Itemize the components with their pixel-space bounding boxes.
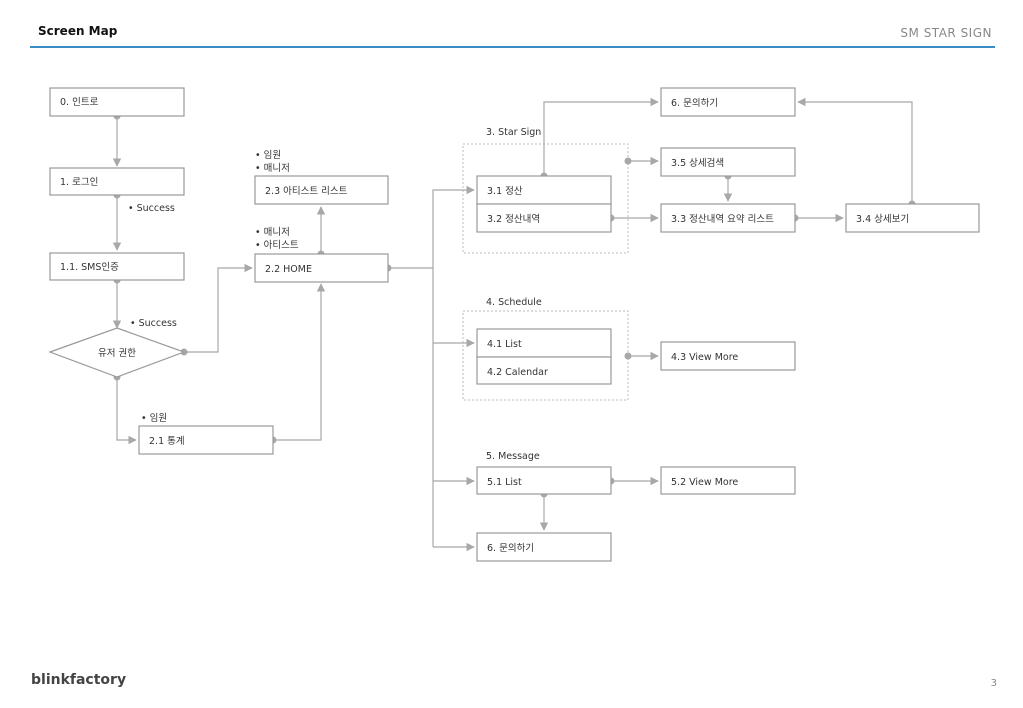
- group-label-star-sign: 3. Star Sign: [486, 127, 541, 138]
- node-home-label: 2.2 HOME: [265, 264, 312, 275]
- node-inquiry-bottom: 6. 문의하기: [476, 532, 612, 562]
- group-star-sign: [462, 143, 629, 254]
- node-stats-label: 2.1 통계: [149, 435, 185, 447]
- node-intro-label: 0. 인트로: [60, 97, 99, 108]
- node-login: 1. 로그인: [49, 167, 185, 196]
- node-message-more-label: 5.2 View More: [671, 477, 738, 488]
- node-detail-search: 3.5 상세검색: [660, 147, 796, 177]
- node-user-role-label: 유저 권한: [98, 347, 136, 359]
- node-summary-list-label: 3.3 정산내역 요약 리스트: [671, 213, 774, 225]
- node-detail-view: 3.4 상세보기: [845, 203, 980, 233]
- node-schedule-more: 4.3 View More: [660, 341, 796, 371]
- page-title: Screen Map: [38, 24, 118, 38]
- node-inquiry-bottom-label: 6. 문의하기: [487, 542, 534, 554]
- node-detail-view-label: 3.4 상세보기: [856, 214, 909, 225]
- node-message-list-label: 5.1 List: [487, 477, 522, 488]
- annotation-home-role-2: • 아티스트: [255, 240, 299, 251]
- node-schedule-calendar-label: 4.2 Calendar: [487, 367, 548, 378]
- annotation-artist-list-role-2: • 매니저: [255, 163, 290, 174]
- node-settlement-label: 3.1 정산: [487, 186, 523, 197]
- node-artist-list: 2.3 아티스트 리스트: [254, 175, 389, 205]
- node-inquiry-top-label: 6. 문의하기: [671, 97, 718, 109]
- node-summary-list: 3.3 정산내역 요약 리스트: [660, 203, 796, 233]
- node-login-label: 1. 로그인: [60, 177, 98, 188]
- annotation-sms-success: • Success: [130, 318, 177, 329]
- node-schedule-calendar: 4.2 Calendar: [476, 356, 612, 385]
- node-home: 2.2 HOME: [254, 253, 389, 283]
- node-schedule-list-label: 4.1 List: [487, 339, 522, 350]
- node-sms-label: 1.1. SMS인증: [60, 262, 119, 273]
- brand-name: SM STAR SIGN: [900, 26, 992, 40]
- annotation-stats-role: • 임원: [141, 412, 167, 424]
- node-detail-search-label: 3.5 상세검색: [671, 157, 724, 169]
- footer-logo: blinkfactory: [31, 672, 127, 688]
- annotation-home-role-1: • 매니저: [255, 227, 290, 238]
- node-schedule-list: 4.1 List: [476, 328, 612, 358]
- annotation-login-success: • Success: [128, 203, 175, 214]
- node-settlement: 3.1 정산: [476, 175, 612, 205]
- node-message-list: 5.1 List: [476, 466, 612, 495]
- node-artist-list-label: 2.3 아티스트 리스트: [265, 186, 348, 197]
- annotation-artist-list-role-1: • 임원: [255, 149, 281, 161]
- node-message-more: 5.2 View More: [660, 466, 796, 495]
- node-settlement-history-label: 3.2 정산내역: [487, 214, 540, 225]
- node-inquiry-top: 6. 문의하기: [660, 87, 796, 117]
- group-label-schedule: 4. Schedule: [486, 297, 542, 308]
- node-sms: 1.1. SMS인증: [49, 252, 185, 281]
- node-intro: 0. 인트로: [49, 87, 185, 117]
- page-number: 3: [990, 678, 997, 689]
- node-settlement-history: 3.2 정산내역: [476, 203, 612, 233]
- node-user-role: 유저 권한: [48, 327, 186, 378]
- group-label-message: 5. Message: [486, 451, 540, 462]
- node-schedule-more-label: 4.3 View More: [671, 352, 738, 363]
- header-divider: [30, 46, 995, 48]
- node-stats: 2.1 통계: [138, 425, 274, 455]
